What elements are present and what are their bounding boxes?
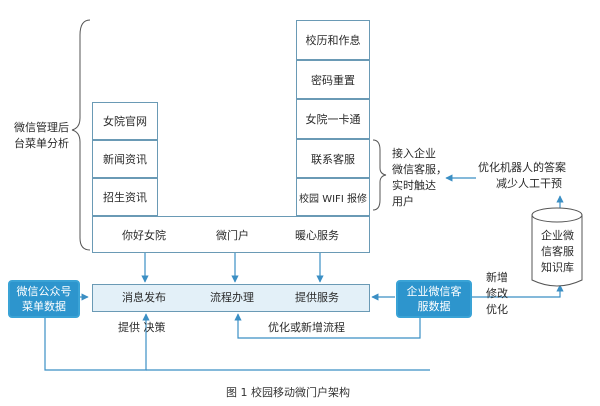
box-official-site[interactable]: 女院官网 bbox=[92, 102, 158, 140]
box-contact-service[interactable]: 联系客服 bbox=[296, 139, 370, 178]
portal-row bbox=[92, 216, 370, 253]
update-note: 新增 修改 优化 bbox=[486, 271, 508, 316]
robot-note: 优化机器人的答案 减少人工干预 bbox=[478, 161, 566, 190]
box-news[interactable]: 新闻资讯 bbox=[92, 140, 158, 178]
optimize-label: 优化或新增流程 bbox=[268, 321, 345, 334]
service-publish[interactable]: 消息发布 bbox=[122, 291, 166, 304]
box-campus-card[interactable]: 女院一卡通 bbox=[296, 99, 370, 139]
service-provide[interactable]: 提供服务 bbox=[295, 291, 339, 304]
wecom-data-box[interactable]: 企业微信客 服数据 bbox=[396, 280, 472, 318]
portal-hello[interactable]: 你好女院 bbox=[122, 229, 166, 242]
support-label: 提供 决策 bbox=[118, 321, 166, 334]
knowledge-base-label: 企业微 信客服 知识库 bbox=[541, 229, 574, 274]
knowledge-base-cylinder bbox=[531, 207, 583, 287]
customer-service-note: 接入企业 微信客服， 实时触达 用户 bbox=[392, 147, 447, 208]
service-process[interactable]: 流程办理 bbox=[210, 291, 254, 304]
box-wifi-repair[interactable]: 校园 WIFI 报修 bbox=[296, 178, 370, 216]
arrow-decision bbox=[44, 313, 150, 371]
left-brace bbox=[71, 19, 91, 251]
arrow-kb bbox=[472, 284, 564, 298]
arrow-optimize bbox=[234, 313, 421, 339]
figure-caption: 图 1 校园移动微门户架构 bbox=[226, 386, 350, 399]
box-calendar[interactable]: 校历和作息 bbox=[296, 20, 370, 60]
left-label: 微信管理后台菜单分析 bbox=[14, 121, 69, 150]
right-brace bbox=[372, 139, 387, 211]
portal-micro[interactable]: 微门户 bbox=[216, 229, 249, 242]
wechat-public-data-box[interactable]: 微信公众号 菜单数据 bbox=[8, 280, 80, 318]
box-admissions[interactable]: 招生资讯 bbox=[92, 178, 158, 216]
box-password-reset[interactable]: 密码重置 bbox=[296, 60, 370, 99]
service-row bbox=[92, 284, 370, 312]
portal-care[interactable]: 暖心服务 bbox=[295, 229, 339, 242]
